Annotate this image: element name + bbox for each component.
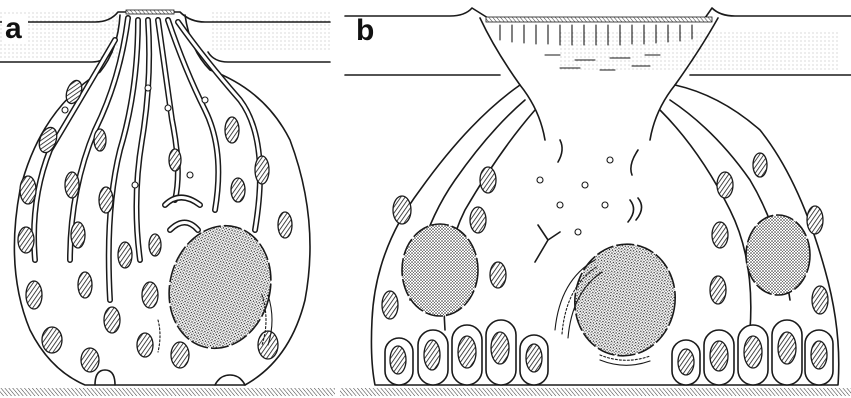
vesicle [607, 157, 613, 163]
mitochondrion [71, 222, 85, 248]
mitochondrion [78, 272, 92, 298]
taste-pore [126, 10, 174, 14]
mitochondrion [278, 212, 292, 238]
mitochondrion [94, 129, 106, 151]
mitochondrion [231, 178, 245, 202]
mitochondrion [778, 332, 796, 364]
mitochondrion [480, 167, 496, 193]
mitochondrion [390, 346, 406, 374]
nucleus [402, 224, 478, 316]
mitochondrion [812, 286, 828, 314]
mitochondrion [717, 172, 733, 198]
vesicle [62, 107, 68, 113]
vesicle [582, 182, 588, 188]
taste-pore [486, 17, 712, 22]
mitochondrion [99, 187, 113, 213]
mitochondrion [104, 307, 120, 333]
vesicle [202, 97, 208, 103]
mitochondrion [491, 332, 509, 364]
mitochondrion [744, 336, 762, 368]
mitochondrion [382, 291, 398, 319]
basement-membrane [0, 388, 335, 396]
mitochondrion [526, 344, 542, 372]
mitochondrion [225, 117, 239, 143]
vesicle [145, 85, 151, 91]
mitochondrion [393, 196, 411, 224]
mitochondrion [169, 149, 181, 171]
basal-cell [95, 370, 115, 385]
epithelium-basal-line [208, 52, 330, 62]
epithelium-surface-line [345, 8, 851, 18]
mitochondrion [710, 341, 728, 371]
mitochondrion [42, 327, 62, 353]
mitochondrion [137, 333, 153, 357]
mitochondrion [470, 207, 486, 233]
vesicle [557, 202, 563, 208]
mitochondrion [36, 125, 60, 155]
vesicle [537, 177, 543, 183]
vesicles [537, 157, 613, 235]
mitochondrion [712, 222, 728, 248]
panel-label: b [356, 14, 374, 47]
nucleus [566, 236, 684, 364]
surface-texture [210, 10, 330, 50]
surface-texture [560, 30, 840, 70]
rough-er [158, 320, 160, 352]
vesicle [165, 105, 171, 111]
mitochondrion [678, 349, 694, 375]
panel-a: a [0, 10, 335, 396]
mitochondrion [118, 242, 132, 268]
mitochondrion [149, 234, 161, 256]
mitochondrion [142, 282, 158, 308]
nucleus [746, 215, 810, 295]
vesicle [602, 202, 608, 208]
mitochondrion [811, 341, 827, 369]
mitochondrion [255, 156, 269, 184]
organelle [628, 198, 642, 222]
mitochondrion [753, 153, 767, 177]
vesicle [132, 182, 138, 188]
vesicle [575, 229, 581, 235]
panel-label: a [5, 12, 22, 45]
mitochondrion [18, 227, 34, 253]
mitochondrion [65, 172, 79, 198]
organelle [535, 225, 560, 262]
mitochondrion [20, 176, 36, 204]
mitochondrion [807, 206, 823, 234]
mitochondrion [81, 348, 99, 372]
basement-membrane [340, 388, 851, 396]
panel-b: b [340, 8, 851, 396]
mitochondrion [490, 262, 506, 288]
mitochondrion [26, 281, 42, 309]
mitochondrion [458, 336, 476, 368]
mitochondrion [710, 276, 726, 304]
mitochondrion [424, 340, 440, 370]
vesicle [187, 172, 193, 178]
basal-cell [215, 375, 245, 385]
mitochondrion [171, 342, 189, 368]
organelle [631, 150, 638, 175]
organelle [558, 140, 562, 162]
